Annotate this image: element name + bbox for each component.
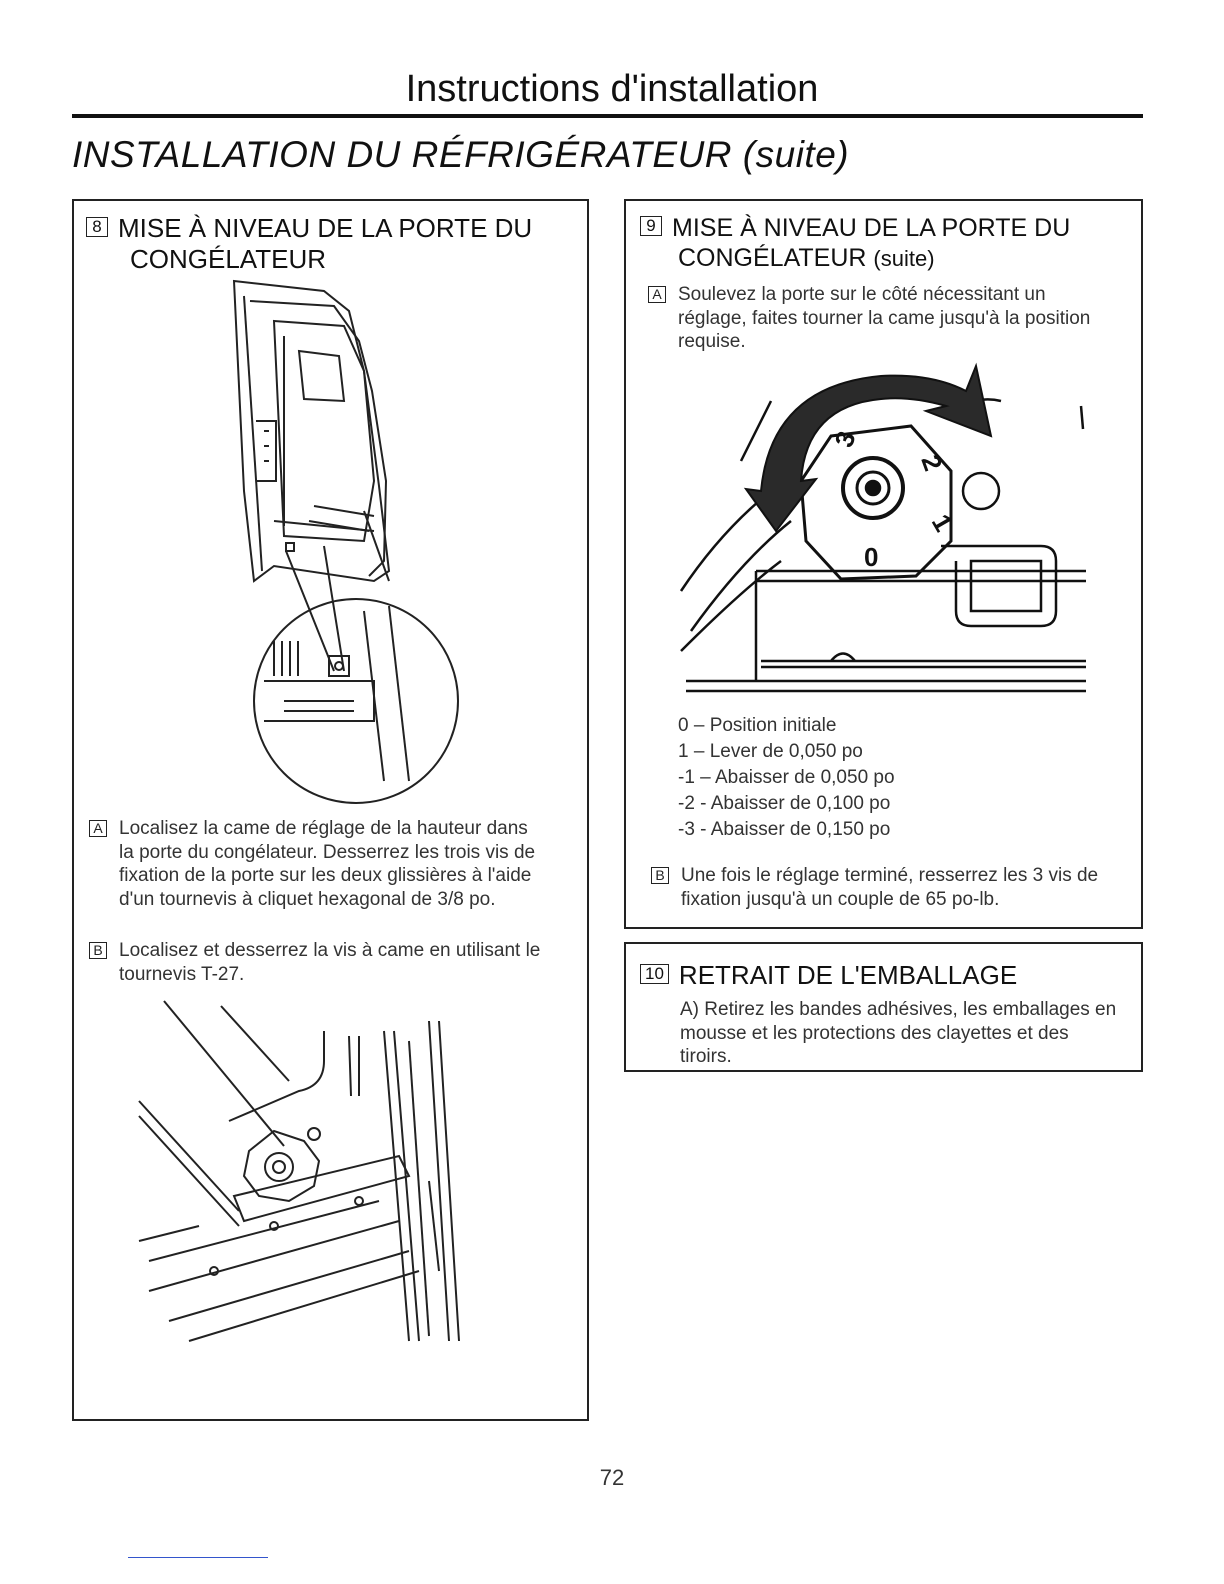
step8-item-b-letter: B xyxy=(89,942,107,959)
step9-panel: 9 MISE À NIVEAU DE LA PORTE DU CONGÉLATEU… xyxy=(624,199,1143,929)
step10-item-a: A) Retirez les bandes adhésives, les emb… xyxy=(680,998,1125,1069)
step8-item-b-text: Localisez et desserrez la vis à came en … xyxy=(119,940,541,985)
step9-title-line2: CONGÉLATEUR xyxy=(678,244,867,272)
step8-title-line2: CONGÉLATEUR xyxy=(130,244,326,274)
step9-item-a: A Soulevez la porte sur le côté nécessit… xyxy=(648,283,1098,354)
legend-item: -3 - Abaisser de 0,150 po xyxy=(678,819,891,840)
step9-item-b: B Une fois le réglage terminé, resserrez… xyxy=(651,864,1111,911)
position-legend: 0 – Position initiale 1 – Lever de 0,050… xyxy=(678,713,895,843)
step10-title-text: RETRAIT DE L'EMBALLAGE xyxy=(678,960,1018,990)
header-rule xyxy=(72,114,1143,118)
step8-number-badge: 8 xyxy=(86,217,108,238)
cam-rotation-illustration: 3 2 1 0 xyxy=(679,362,1086,693)
cam-screw-illustration xyxy=(138,1000,460,1342)
footer-line xyxy=(128,1557,268,1558)
cam-label-3: 3 xyxy=(828,427,861,451)
legend-item: 0 – Position initiale xyxy=(678,715,837,736)
step8-item-b: B Localisez et desserrez la vis à came e… xyxy=(89,939,569,986)
cam-label-1: 1 xyxy=(926,509,959,537)
step9-item-a-letter: A xyxy=(648,286,666,303)
legend-item: -1 – Abaisser de 0,050 po xyxy=(678,767,895,788)
step8-title: 8 MISE À NIVEAU DE LA PORTE DU CONGÉLATEU… xyxy=(86,213,532,275)
section-title: INSTALLATION DU RÉFRIGÉRATEUR (suite) xyxy=(72,134,850,175)
step9-title-line1: MISE À NIVEAU DE LA PORTE DU xyxy=(672,214,1071,242)
step10-title: 10 RETRAIT DE L'EMBALLAGE xyxy=(640,960,1017,991)
legend-item: 1 – Lever de 0,050 po xyxy=(678,741,863,762)
step8-item-a-text: Localisez la came de réglage de la haute… xyxy=(119,818,536,910)
step8-panel: 8 MISE À NIVEAU DE LA PORTE DU CONGÉLATEU… xyxy=(72,199,589,1421)
cam-label-2: 2 xyxy=(915,451,948,475)
cam-label-0: 0 xyxy=(864,542,878,572)
step9-item-b-text: Une fois le réglage terminé, resserrez l… xyxy=(681,865,1099,910)
legend-item: -2 - Abaisser de 0,100 po xyxy=(678,793,891,814)
step9-title: 9 MISE À NIVEAU DE LA PORTE DU CONGÉLATEU… xyxy=(640,213,1070,274)
step9-title-suffix: (suite) xyxy=(873,246,935,271)
page-header-title: Instructions d'installation xyxy=(405,68,819,110)
page-number: 72 xyxy=(599,1465,625,1490)
step9-item-b-letter: B xyxy=(651,867,669,884)
step8-item-a: A Localisez la came de réglage de la hau… xyxy=(89,817,539,911)
step10-item-a-text: A) Retirez les bandes adhésives, les emb… xyxy=(680,999,1117,1067)
step10-panel: 10 RETRAIT DE L'EMBALLAGE A) Retirez les … xyxy=(624,942,1143,1072)
step9-item-a-text: Soulevez la porte sur le côté nécessitan… xyxy=(678,284,1091,352)
step8-title-line1: MISE À NIVEAU DE LA PORTE DU xyxy=(118,213,533,243)
step10-number-badge: 10 xyxy=(640,964,669,985)
freezer-door-illustration xyxy=(232,279,459,804)
step8-item-a-letter: A xyxy=(89,820,107,837)
step9-number-badge: 9 xyxy=(640,216,662,237)
